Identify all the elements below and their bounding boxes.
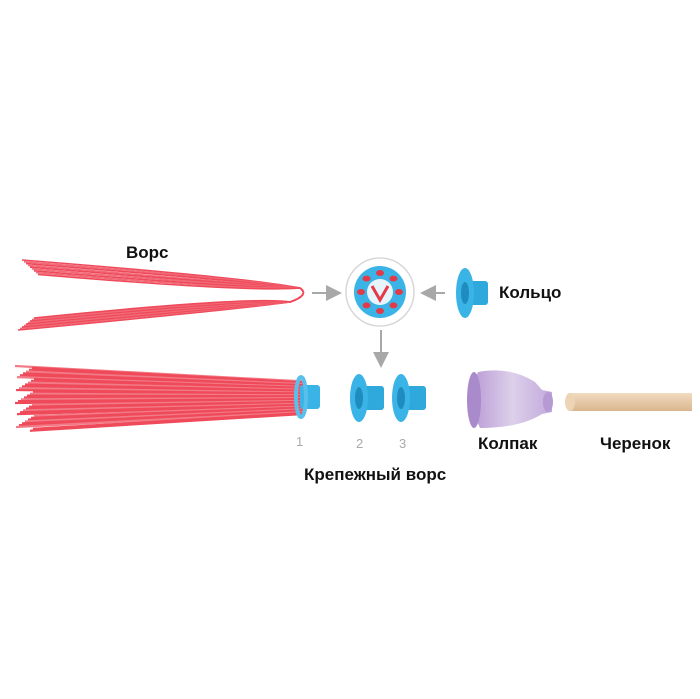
bristle-end-dot (395, 289, 403, 295)
bristle-end-dot (362, 302, 371, 309)
bristle-end-dot (376, 270, 384, 276)
label-cap: Колпак (478, 434, 538, 453)
bristle-end-dot (357, 289, 365, 295)
bristle-fiber (19, 374, 306, 388)
label-fastening-bristle: Крепежный ворс (304, 465, 447, 484)
bristle-loop (17, 259, 305, 331)
ring-part-icon (456, 268, 488, 318)
label-ring: Кольцо (499, 283, 562, 302)
bristle-end-dot (389, 302, 398, 309)
fastening-ring-3-icon (392, 374, 426, 422)
step-number-1: 1 (296, 434, 304, 449)
step-number-2: 2 (356, 436, 364, 451)
bristle-end-dot (376, 308, 384, 314)
bristle-fiber (29, 412, 306, 432)
bristle-end-dot (362, 275, 371, 282)
cap-icon (467, 370, 553, 428)
bristle-bundle (14, 364, 306, 432)
ring-1-on-bundle (294, 375, 320, 419)
step-number-3: 3 (399, 436, 407, 451)
assembled-ring-detail-icon (345, 257, 415, 327)
handle-icon (565, 393, 692, 411)
bristle-fiber (33, 273, 305, 319)
label-bristle: Ворс (126, 243, 169, 262)
bristle-end-dot (389, 275, 398, 282)
fastening-ring-2-icon (350, 374, 384, 422)
label-handle: Черенок (600, 434, 671, 453)
